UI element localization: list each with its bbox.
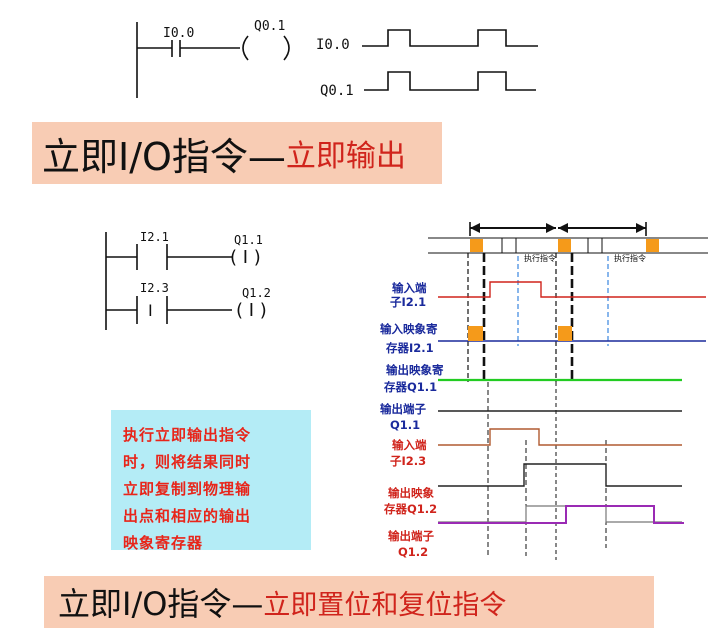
wave-i00 (362, 29, 538, 47)
label-output-q12-2: Q1.2 (398, 545, 428, 559)
label-image-i21-1: 输入映象寄 (380, 322, 438, 336)
signal-input-i23 (438, 428, 682, 446)
label-image-q12-1: 输出映象 (388, 486, 434, 500)
mid-rung1-coil: ( I ) (230, 247, 261, 268)
scan-label-2: 执行指令 (614, 253, 646, 263)
signal-input-i21 (438, 281, 706, 298)
mid-rung2-coil: ( I ) (236, 300, 267, 321)
scan-block-1 (470, 239, 483, 252)
wave-label-q01: Q0.1 (320, 83, 354, 99)
mid-rung1-contact: I2.1 (140, 230, 169, 244)
label-image-q11-2: 存器Q1.1 (384, 380, 437, 394)
top-coil-label: Q0.1 (254, 19, 285, 34)
label-input-i21-1: 输入端 (392, 281, 427, 295)
top-contact-label: I0.0 (163, 26, 194, 41)
label-output-q11-2: Q1.1 (390, 418, 420, 432)
label-image-q11-1: 输出映象寄 (386, 363, 444, 377)
mid-ladder (105, 232, 232, 330)
label-output-q12-1: 输出端子 (388, 529, 434, 543)
mid-rung2-contact-symbol: I (148, 301, 153, 320)
signal-output-q12 (438, 505, 684, 524)
label-image-i21-2: 存器I2.1 (386, 341, 434, 355)
image-i21-block-1 (468, 326, 483, 341)
label-input-i23-2: 子I2.3 (390, 454, 426, 468)
note-line: 时，则将结果同时 (123, 453, 252, 471)
label-input-i23-1: 输入端 (392, 438, 427, 452)
mid-rung1-coil-label: Q1.1 (234, 233, 263, 247)
mid-rung2-contact: I2.3 (140, 281, 169, 295)
title-banner-immediate-set-reset: 立即I/O指令— 立即置位和复位指令 (44, 576, 654, 628)
scan-block-2 (558, 239, 571, 252)
timing-diagram: 执行指令 执行指令 (428, 222, 708, 560)
banner2-main: 立即I/O指令— (58, 585, 264, 623)
top-ladder (136, 22, 290, 98)
scan-block-3 (646, 239, 659, 252)
signal-image-q12 (438, 463, 682, 487)
signal-output-q12-gray (438, 505, 682, 523)
wave-label-i00: I0.0 (316, 37, 350, 53)
note-line: 执行立即输出指令 (123, 426, 252, 444)
coil-right-arc (283, 35, 290, 61)
wave-q01 (364, 71, 536, 91)
banner1-main: 立即I/O指令— (42, 134, 286, 179)
mid-rung2-coil-label: Q1.2 (242, 286, 271, 300)
banner1-sub: 立即输出 (285, 139, 406, 174)
note-line: 映象寄存器 (123, 534, 204, 552)
banner2-sub: 立即置位和复位指令 (263, 589, 507, 621)
label-output-q11-1: 输出端子 (380, 402, 426, 416)
label-image-q12-2: 存器Q1.2 (384, 502, 437, 516)
note-line: 立即复制到物理输 (123, 480, 252, 498)
coil-left-arc (242, 35, 249, 61)
scan-label-1: 执行指令 (524, 253, 556, 263)
signal-labels: 输入端 子I2.1 输入映象寄 存器I2.1 输出映象寄 存器Q1.1 输出端子… (380, 281, 444, 559)
note-line: 出点和相应的输出 (123, 507, 252, 525)
explanation-note: 执行立即输出指令 时，则将结果同时 立即复制到物理输 出点和相应的输出 映象寄存… (111, 410, 311, 552)
title-banner-immediate-output: 立即I/O指令— 立即输出 (32, 122, 442, 184)
label-input-i21-2: 子I2.1 (390, 295, 426, 309)
image-i21-block-2 (558, 326, 572, 341)
